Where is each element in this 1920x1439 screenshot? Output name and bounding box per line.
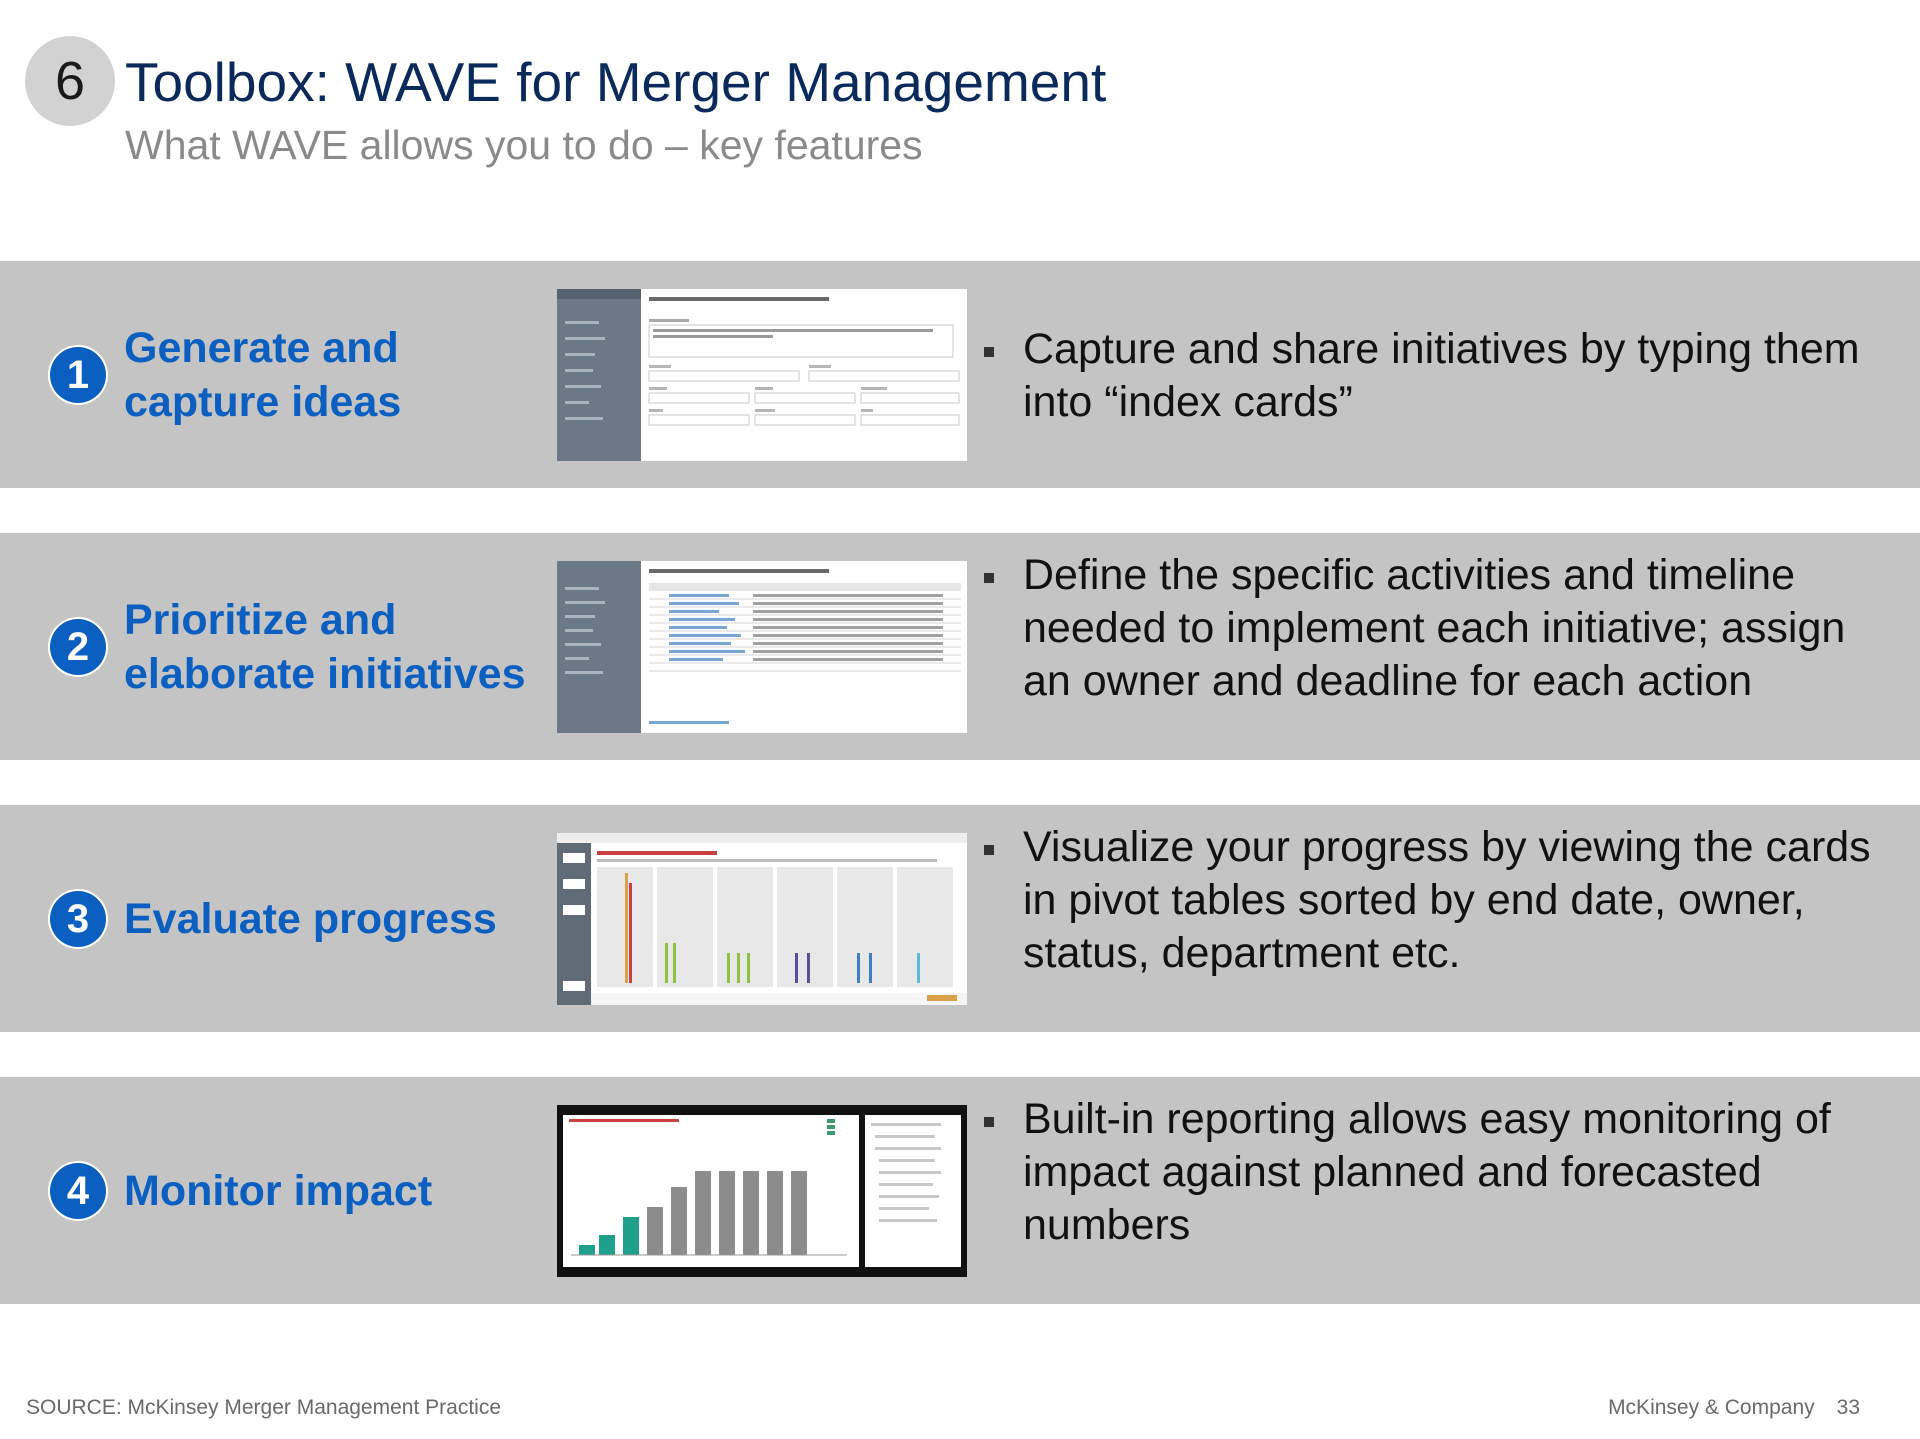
bullet-marker — [984, 347, 994, 357]
source-note: SOURCE: McKinsey Merger Management Pract… — [26, 1396, 501, 1419]
feature-heading-line: capture ideas — [124, 378, 402, 426]
feature-heading-line: Evaluate progress — [124, 895, 497, 943]
feature-heading-line: elaborate initiatives — [124, 650, 526, 698]
feature-row-3: 3 Evaluate progress — [0, 805, 1920, 1032]
feature-row-4: 4 Monitor impact — [0, 1077, 1920, 1304]
bullet-marker — [984, 573, 994, 583]
page-title: Toolbox: WAVE for Merger Management — [125, 51, 1107, 113]
feature-row-2: 2 Prioritize and elaborate initiatives — [0, 533, 1920, 760]
feature-number-badge: 4 — [50, 1163, 106, 1219]
feature-description: Visualize your progress by viewing the c… — [1023, 823, 1871, 977]
footer-company-page: McKinsey & Company 33 — [1608, 1396, 1860, 1420]
feature-description: Define the specific activities and timel… — [1023, 551, 1846, 705]
feature-description: Built-in reporting allows easy monitorin… — [1023, 1095, 1831, 1249]
feature-heading: Monitor impact — [124, 1164, 432, 1218]
feature-number-badge: 3 — [50, 891, 106, 947]
index-card-form-screenshot — [557, 289, 967, 461]
impact-chart-screenshot — [557, 1105, 967, 1277]
section-number-badge: 6 — [25, 36, 115, 126]
feature-heading: Prioritize and elaborate initiatives — [124, 593, 526, 701]
feature-heading-line: Monitor impact — [124, 1167, 433, 1215]
feature-number-badge: 1 — [50, 347, 106, 403]
feature-heading-line: Prioritize and — [124, 596, 397, 644]
page-number: 33 — [1836, 1396, 1860, 1419]
feature-description: Capture and share initiatives by typing … — [1023, 325, 1860, 426]
feature-row-1: 1 Generate and capture ideas — [0, 261, 1920, 488]
pivot-board-screenshot — [557, 833, 967, 1005]
page-subtitle: What WAVE allows you to do – key feature… — [125, 122, 923, 168]
bullet-marker — [984, 1117, 994, 1127]
company-name: McKinsey & Company — [1608, 1396, 1815, 1419]
feature-number-badge: 2 — [50, 619, 106, 675]
feature-heading: Evaluate progress — [124, 892, 497, 946]
feature-heading-line: Generate and — [124, 324, 399, 372]
bullet-marker — [984, 845, 994, 855]
activity-table-screenshot — [557, 561, 967, 733]
feature-heading: Generate and capture ideas — [124, 321, 401, 429]
